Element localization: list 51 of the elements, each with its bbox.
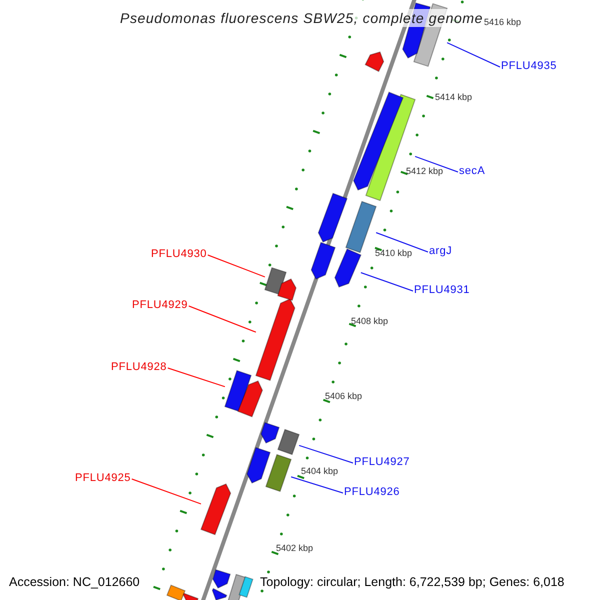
gene-block <box>318 192 348 243</box>
gene-block <box>238 576 254 598</box>
gene-label: argJ <box>429 246 452 256</box>
genome-summary-text: Topology: circular; Length: 6,722,539 bp; Genes: 6,018 <box>260 576 564 588</box>
scale-label: 5404 kbp <box>301 466 338 476</box>
gene-label: PFLU4929 <box>132 300 188 310</box>
scale-label: 5402 kbp <box>276 544 314 552</box>
gene-block <box>224 370 252 412</box>
gene-label: PFLU4927 <box>354 456 410 468</box>
leader-line <box>376 232 428 252</box>
gene-block <box>255 298 296 382</box>
gene-block <box>277 428 300 456</box>
gene-block <box>246 446 271 484</box>
gene-block <box>228 574 246 600</box>
leader-line <box>131 478 202 504</box>
gene-block <box>200 483 232 536</box>
gene-block <box>310 242 336 280</box>
gene-block <box>277 278 297 301</box>
gene-block <box>353 92 404 191</box>
gene-block <box>260 422 280 444</box>
gene-label: PFLU4928 <box>111 362 167 372</box>
gene-block <box>237 380 263 418</box>
leader-line <box>360 272 414 292</box>
gene-label: secA <box>459 166 486 176</box>
leader-line <box>414 156 458 172</box>
gene-label: PFLU4931 <box>414 284 470 296</box>
gene-block <box>182 592 199 600</box>
gene-block <box>166 584 186 600</box>
gene-block <box>364 51 384 72</box>
accession-text: Accession: NC_012660 <box>9 576 140 588</box>
scale-label: 5408 kbp <box>351 316 388 326</box>
gene-label: PFLU4930 <box>151 248 207 260</box>
leader-line <box>446 42 500 68</box>
scale-label: 5406 kbp <box>325 392 362 400</box>
scale-label: 5416 kbp <box>484 18 522 26</box>
gene-block <box>212 569 231 589</box>
leader-line <box>207 254 266 278</box>
leader-line <box>298 444 354 464</box>
gene-block <box>334 248 362 288</box>
leader-line <box>290 476 344 494</box>
scale-label: 5410 kbp <box>375 248 412 258</box>
gene-block <box>345 200 377 254</box>
gene-block <box>212 588 228 600</box>
gene-label: PFLU4926 <box>344 486 400 498</box>
scale-label: 5414 kbp <box>435 92 472 102</box>
gene-label: PFLU4935 <box>501 60 557 72</box>
gene-block <box>264 267 287 295</box>
scale-label: 5412 kbp <box>406 166 444 176</box>
gene-block <box>265 454 292 492</box>
leader-line <box>167 368 226 388</box>
gene-label: PFLU4925 <box>75 472 131 484</box>
